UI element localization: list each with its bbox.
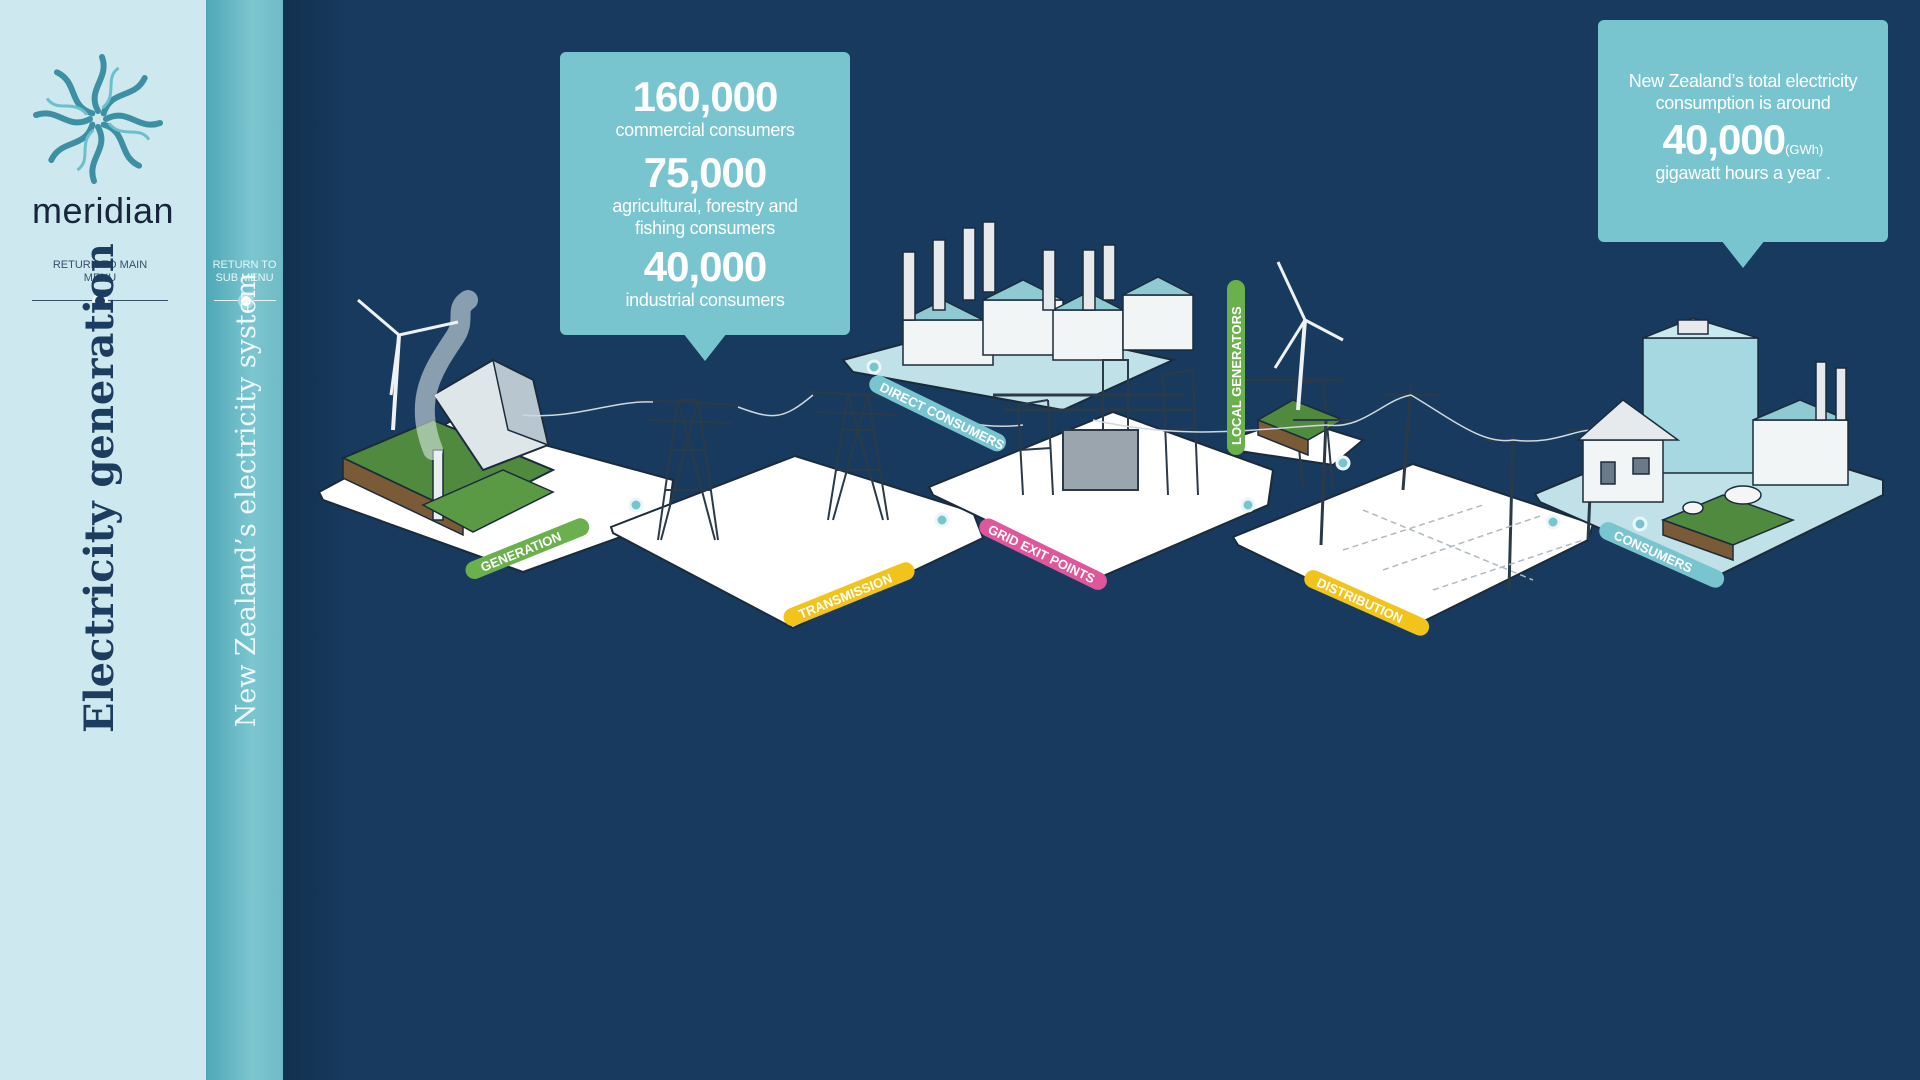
distribution-poles	[1092, 384, 1623, 591]
meridian-logo-icon	[33, 54, 163, 184]
local-generators-tag: LOCAL GENERATORS	[1227, 280, 1245, 455]
main-sidebar: meridian RETURN TO MAIN MENU Electricity…	[0, 0, 206, 1080]
industrial-number: 40,000	[643, 243, 767, 290]
agri-number: 75,000	[643, 149, 767, 196]
subsection-title: New Zealand’s electricity system	[231, 272, 262, 728]
return-main-menu-link[interactable]: RETURN TO MAIN MENU	[52, 259, 148, 284]
total-number: 40,000	[1662, 116, 1786, 163]
grid-exit-platform	[927, 410, 1275, 578]
generation-scene	[340, 290, 556, 537]
agri-label-line2: fishing consumers	[635, 218, 775, 238]
total-line3: gigawatt hours a year .	[1655, 163, 1831, 183]
brand-name: meridian	[31, 190, 175, 231]
connector-dots	[628, 359, 1648, 532]
callout-pointer	[1721, 240, 1765, 268]
current-indicator-dot	[95, 296, 105, 306]
section-title: Electricity generation	[76, 243, 123, 733]
commercial-label: commercial consumers	[615, 120, 795, 140]
industrial-label: industrial consumers	[625, 290, 785, 310]
sub-sidebar	[206, 0, 283, 1080]
callout-pointer	[683, 333, 727, 361]
sub-indicator-dot	[241, 296, 251, 306]
total-line1: New Zealand’s total electricity	[1628, 71, 1858, 91]
return-sub-menu-link[interactable]: RETURN TO SUB MENU	[212, 259, 277, 284]
consumers-callout: 160,000 commercial consumers 75,000 agri…	[560, 52, 850, 361]
local-generators-tag-label: LOCAL GENERATORS	[1229, 306, 1244, 445]
commercial-number: 160,000	[632, 73, 779, 120]
total-unit: (GWh)	[1785, 142, 1824, 157]
distribution-platform	[1231, 462, 1595, 630]
electricity-system-illustration: GENERATION TRANSMISSION DIRECT CONSUMERS…	[317, 221, 1884, 636]
direct-consumers-factories	[902, 221, 1194, 366]
total-consumption-callout: New Zealand’s total electricity consumpt…	[1598, 20, 1888, 268]
agri-label-line1: agricultural, forestry and	[612, 196, 798, 216]
consumers-scene	[1576, 317, 1849, 562]
total-line2: consumption is around	[1655, 93, 1831, 113]
grid-exit-substation	[993, 359, 1343, 496]
